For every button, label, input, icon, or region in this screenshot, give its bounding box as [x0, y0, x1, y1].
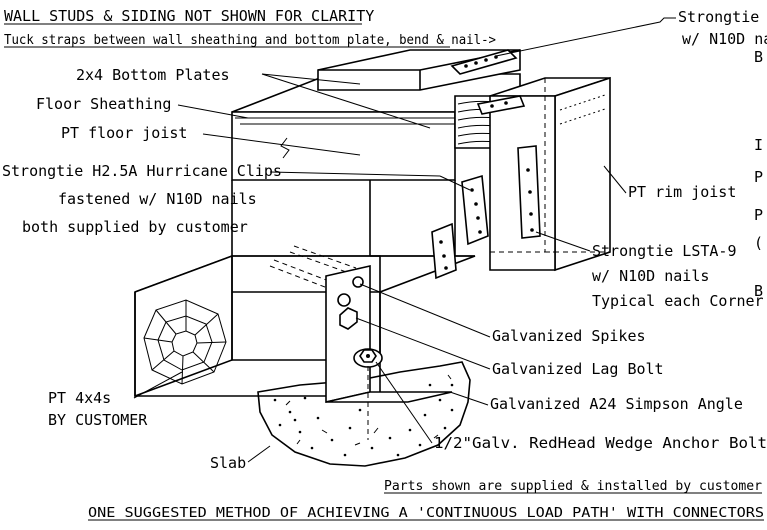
h25a-hurricane-clip-lower — [431, 222, 457, 280]
label-h25a-fastened: fastened w/ N10D nails — [58, 190, 257, 208]
h25a-hurricane-clip-upper — [461, 174, 489, 246]
strongtie-lsta9-top-strap — [450, 49, 526, 115]
label-wedge-anchor-bolt: 1/2"Galv. RedHead Wedge Anchor Bolt — [434, 434, 767, 452]
label-slab: Slab — [210, 454, 246, 472]
edge-fragment-1: B — [754, 48, 763, 66]
label-by-customer: BY CUSTOMER — [48, 411, 148, 429]
parts-note: Parts shown are supplied & installed by … — [384, 479, 762, 494]
label-lsta9-corner-nails: w/ N10D nails — [592, 267, 709, 285]
strongtie-lsta9-corner-strap — [517, 145, 541, 239]
label-a24-angle: Galvanized A24 Simpson Angle — [490, 395, 743, 413]
edge-fragment-3: P — [754, 168, 763, 186]
tuck-note: Tuck straps between wall sheathing and b… — [4, 33, 496, 48]
label-pt-4x4s: PT 4x4s — [48, 389, 111, 407]
label-floor-joist: PT floor joist — [61, 124, 187, 142]
label-galvanized-spikes: Galvanized Spikes — [492, 327, 646, 345]
edge-fragment-4: P — [754, 206, 763, 224]
edge-fragment-2: I — [754, 136, 763, 154]
label-h25a-clips: Strongtie H2.5A Hurricane Clips — [2, 162, 282, 180]
label-lsta9-corner: Strongtie LSTA-9 — [592, 242, 737, 260]
label-h25a-supplied: both supplied by customer — [22, 218, 248, 236]
footer-title: ONE SUGGESTED METHOD OF ACHIEVING A 'CON… — [88, 506, 764, 521]
concrete-slab — [257, 361, 471, 467]
label-galvanized-lag-bolt: Galvanized Lag Bolt — [492, 360, 664, 378]
edge-fragment-6: B — [754, 282, 763, 300]
top-note: WALL STUDS & SIDING NOT SHOWN FOR CLARIT… — [4, 7, 374, 25]
label-lsta9-top-nails: w/ N10D nails — [682, 30, 767, 48]
edge-fragment-5: ( — [754, 234, 763, 252]
label-bottom-plates: 2x4 Bottom Plates — [76, 66, 230, 84]
label-lsta9-each-corner: Typical each Corner — [592, 292, 764, 310]
label-lsta9-top: Strongtie LSTA-9 — [678, 8, 767, 26]
label-rim-joist: PT rim joist — [628, 183, 736, 201]
simpson-a24-angle — [325, 264, 453, 440]
galvanized-spikes-hidden — [269, 245, 357, 293]
label-floor-sheathing: Floor Sheathing — [36, 95, 171, 113]
leader-lines — [133, 17, 676, 463]
